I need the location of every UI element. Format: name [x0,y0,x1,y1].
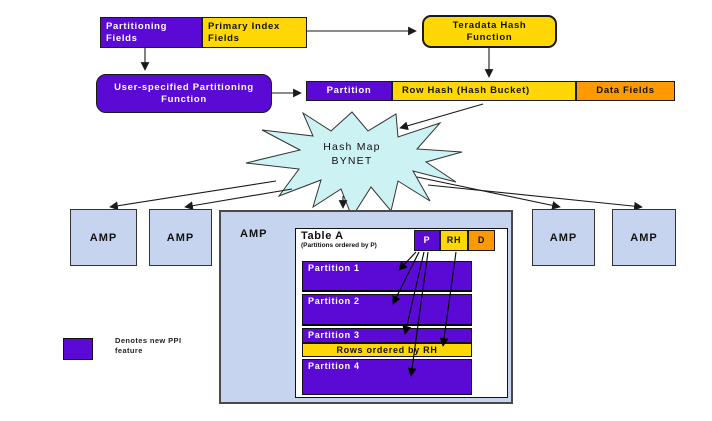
primary-index-fields-box: Primary Index Fields [202,17,307,48]
table-a-title: Table A [301,230,344,242]
column-header-d: D [468,230,495,251]
column-header-p: P [414,230,440,251]
amp-detail-label: AMP [240,228,268,240]
partition-row-3: Partition 3 [302,328,472,343]
legend-text: Denotes new PPI feature [115,336,182,355]
partition-row-4: Partition 4 [302,359,472,395]
data-fields-segment: Data Fields [576,81,675,101]
rows-ordered-band: Rows ordered by RH [302,343,472,357]
partition-row-2: Partition 2 [302,294,472,326]
column-header-rh: RH [440,230,468,251]
row-hash-segment: Row Hash (Hash Bucket) [392,81,576,101]
teradata-hash-function-box: Teradata Hash Function [422,15,557,48]
partition-row-1: Partition 1 [302,261,472,292]
amp-box-2: AMP [149,209,212,266]
table-a-subtitle: (Partitions ordered by P) [301,242,377,249]
partition-segment: Partition [306,81,392,101]
amp-box-4: AMP [532,209,595,266]
partitioning-fields-box: Partitioning Fields [100,17,202,48]
user-partitioning-function-box: User-specified Partitioning Function [96,74,272,113]
amp-box-1: AMP [70,209,137,266]
legend-color-swatch [63,338,93,360]
amp-box-5: AMP [612,209,676,266]
